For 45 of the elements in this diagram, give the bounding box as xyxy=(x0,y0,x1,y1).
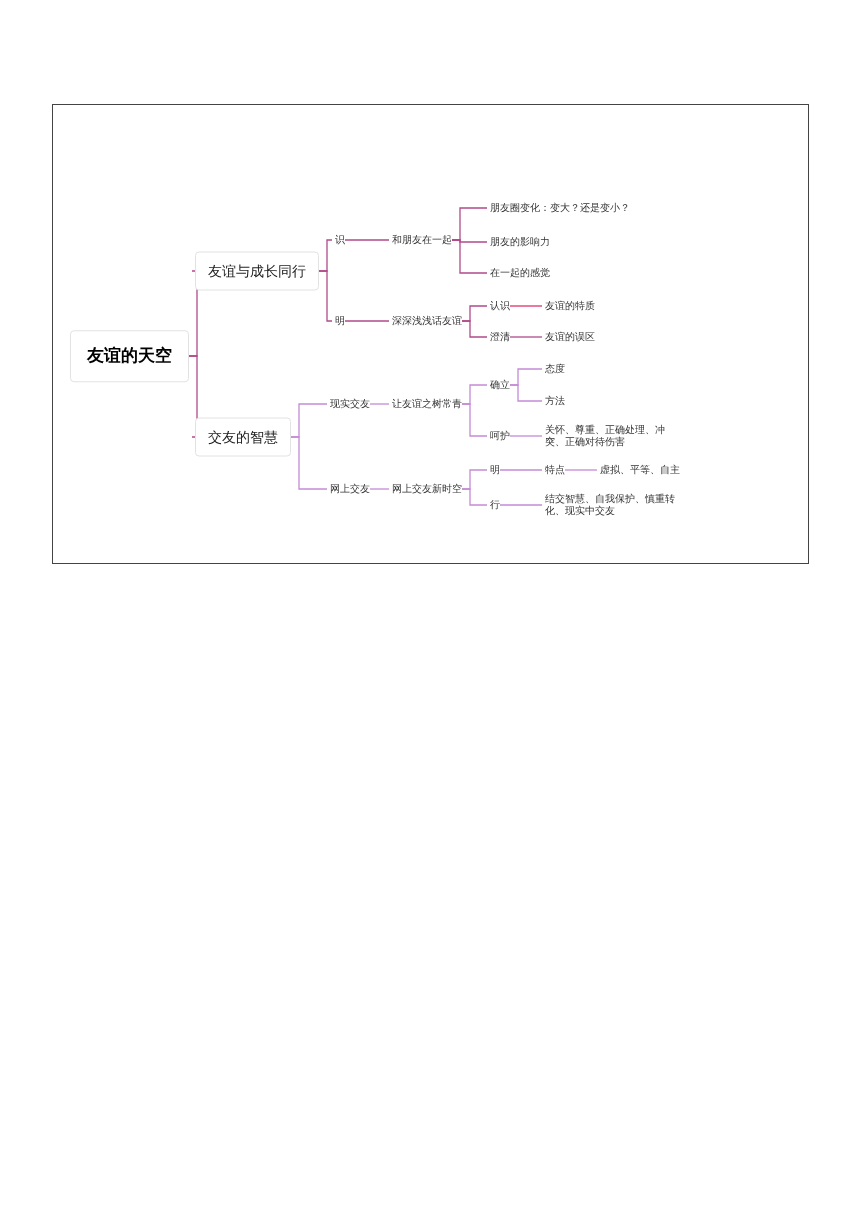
topic-label: 认识 xyxy=(490,300,510,312)
connector-line xyxy=(344,320,390,322)
topic-label: 网上交友 xyxy=(330,483,370,495)
connector-line xyxy=(369,403,390,405)
connector-line xyxy=(451,239,488,274)
topic-label: 网上交友新时空 xyxy=(392,483,462,495)
topic-label: 虚拟、平等、自主 xyxy=(600,464,680,476)
connector-line xyxy=(499,504,543,506)
branch-box: 友谊与成长同行 xyxy=(195,251,319,291)
connector-line xyxy=(344,239,390,241)
topic-label: 让友谊之树常青 xyxy=(392,398,462,410)
topic-box: 友谊的天空 xyxy=(70,330,189,382)
topic-label: 朋友的影响力 xyxy=(490,236,550,248)
topic-label: 现实交友 xyxy=(330,398,370,410)
connector-line xyxy=(509,305,543,307)
topic-label: 方法 xyxy=(545,395,565,407)
topic-label: 特点 xyxy=(545,464,565,476)
connector-line xyxy=(290,436,328,490)
topic-label: 明 xyxy=(335,315,345,327)
topic-label: 明 xyxy=(490,464,500,476)
branch-box: 交友的智慧 xyxy=(195,417,291,457)
connector-line xyxy=(499,469,543,471)
connector-line xyxy=(318,270,333,322)
topic-label: 行 xyxy=(490,499,500,511)
topic-label: 深深浅浅话友谊 xyxy=(392,315,462,327)
connector-line xyxy=(369,488,390,490)
topic-label: 和朋友在一起 xyxy=(392,234,452,246)
connector-line xyxy=(509,435,543,437)
topic-label: 呵护 xyxy=(490,430,510,442)
connector-line xyxy=(461,320,488,338)
topic-label: 确立 xyxy=(490,379,510,391)
connector-line xyxy=(461,403,488,437)
topic-label: 态度 xyxy=(545,363,565,375)
connector-line xyxy=(509,384,543,402)
topic-label: 友谊的误区 xyxy=(545,331,595,343)
connector-line xyxy=(564,469,598,471)
topic-label: 在一起的感觉 xyxy=(490,267,550,279)
topic-label: 关怀、尊重、正确处理、冲突、正确对待伤害 xyxy=(545,424,675,448)
topic-label: 结交智慧、自我保护、慎重转化、现实中交友 xyxy=(545,493,675,517)
topic-label: 识 xyxy=(335,234,345,246)
connector-line xyxy=(461,488,488,506)
topic-label: 友谊的特质 xyxy=(545,300,595,312)
topic-label: 朋友圈变化：变大？还是变小？ xyxy=(490,202,650,214)
topic-label: 澄清 xyxy=(490,331,510,343)
connector-line xyxy=(509,336,543,338)
